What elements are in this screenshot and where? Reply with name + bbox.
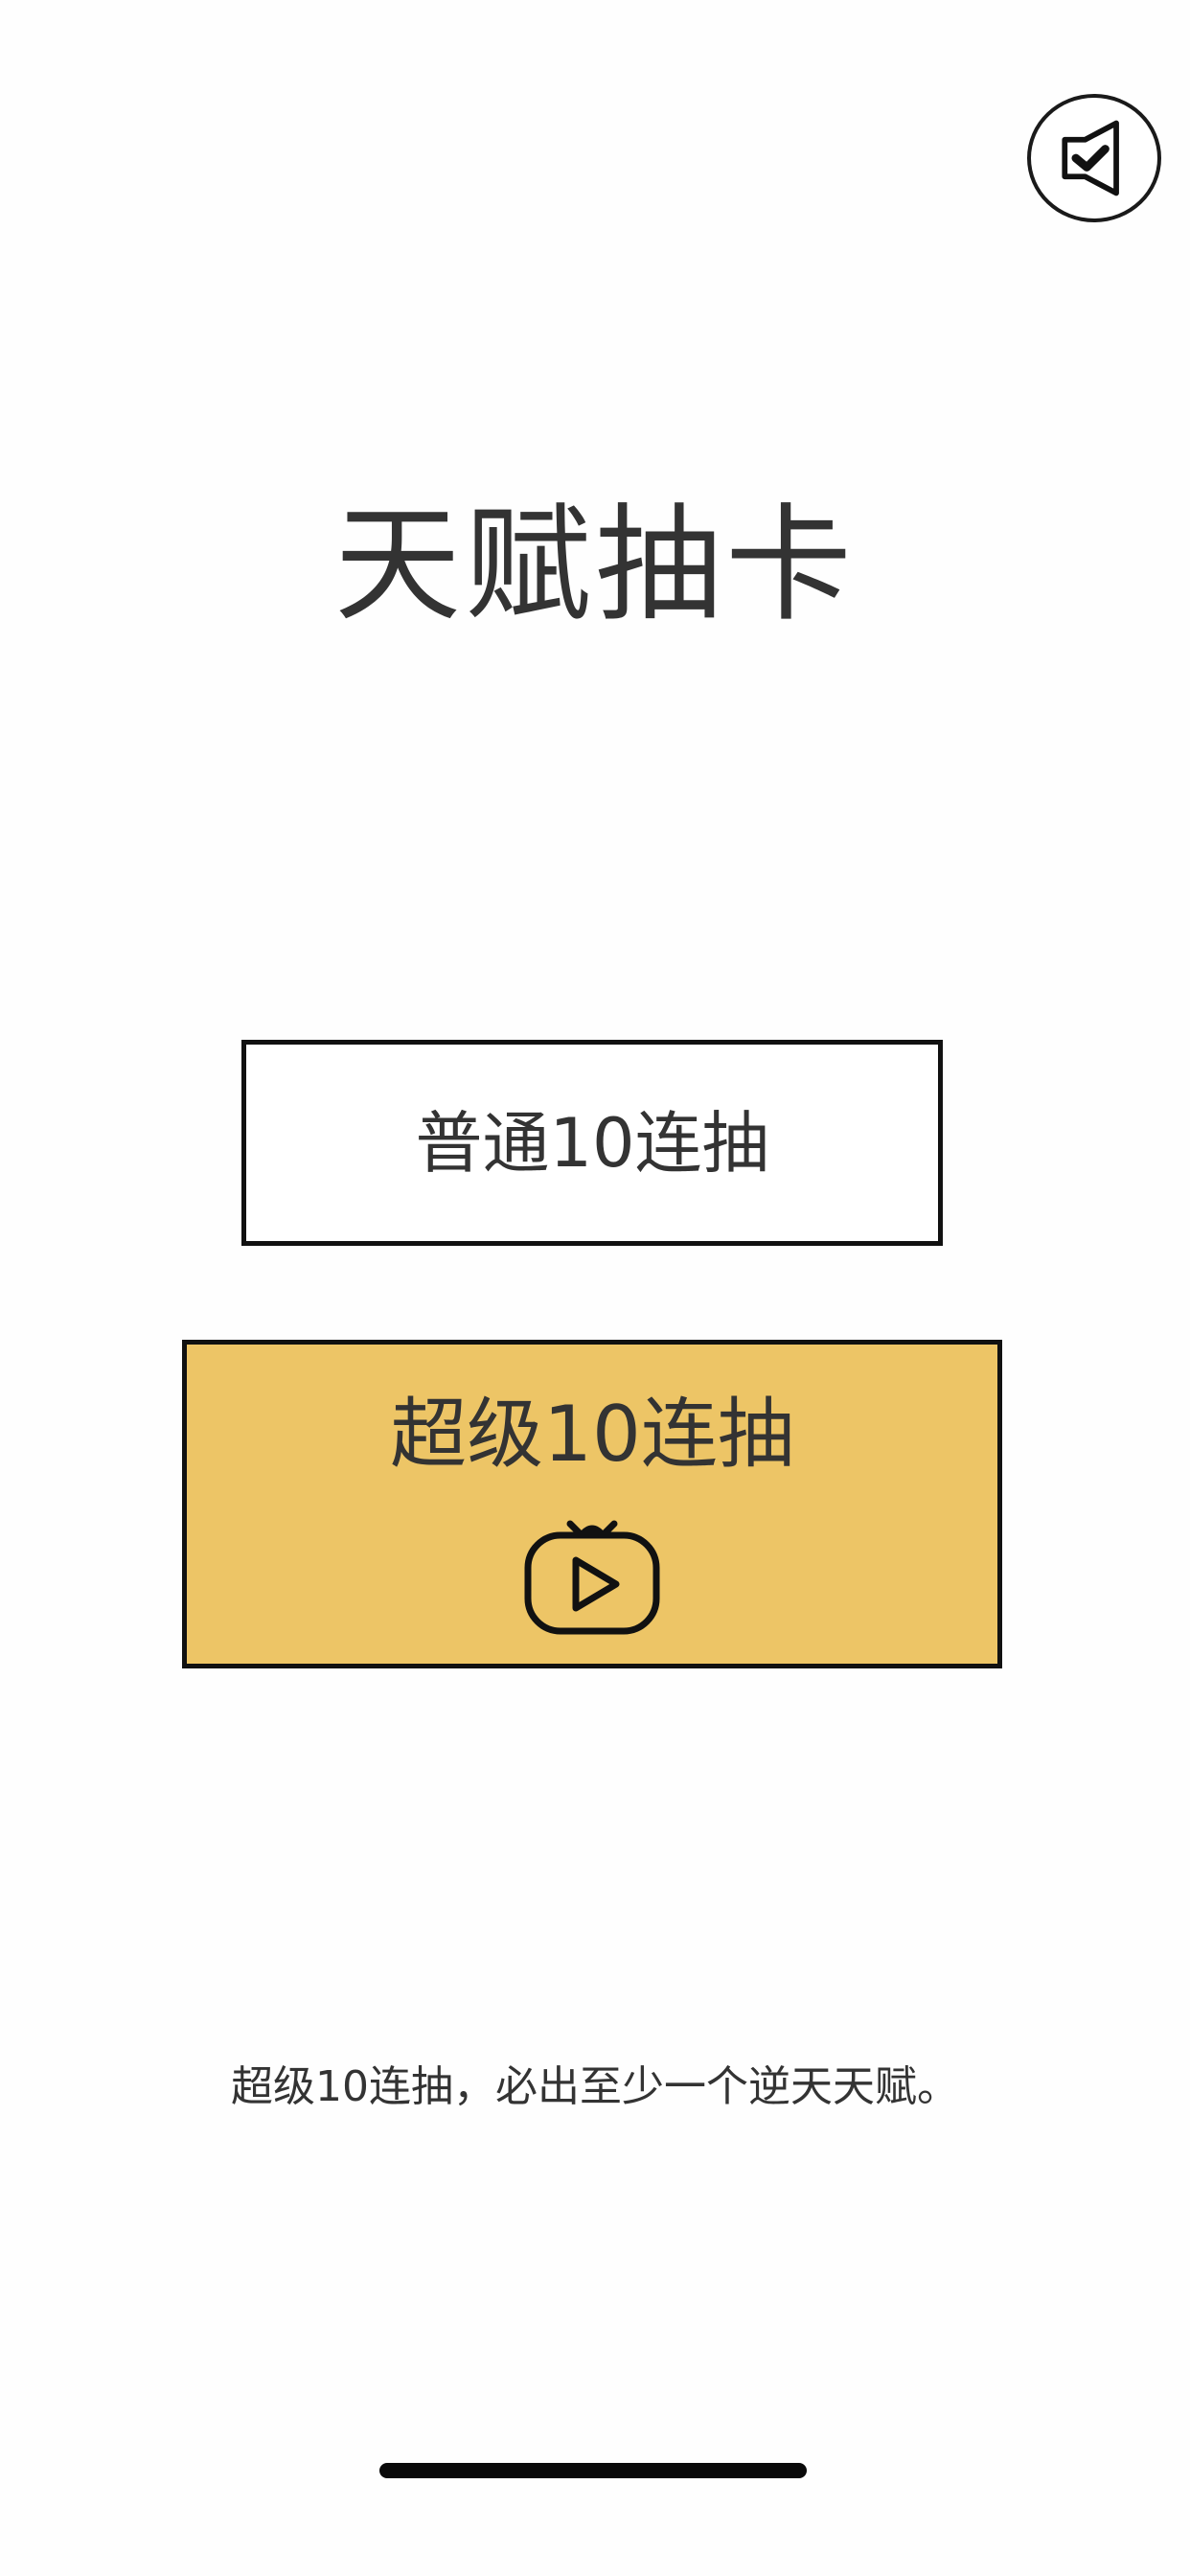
super-draw-button[interactable]: 超级10连抽 [182, 1340, 1002, 1668]
video-play-icon [520, 1503, 664, 1639]
normal-draw-label: 普通10连抽 [415, 1103, 769, 1183]
speaker-check-icon [1062, 120, 1119, 196]
home-indicator[interactable] [379, 2463, 807, 2478]
normal-draw-button[interactable]: 普通10连抽 [241, 1040, 943, 1246]
super-draw-hint: 超级10连抽，必出至少一个逆天天赋。 [231, 2062, 959, 2111]
share-button[interactable] [1027, 94, 1161, 222]
page-title: 天赋抽卡 [334, 492, 856, 639]
super-draw-label: 超级10连抽 [390, 1390, 794, 1479]
